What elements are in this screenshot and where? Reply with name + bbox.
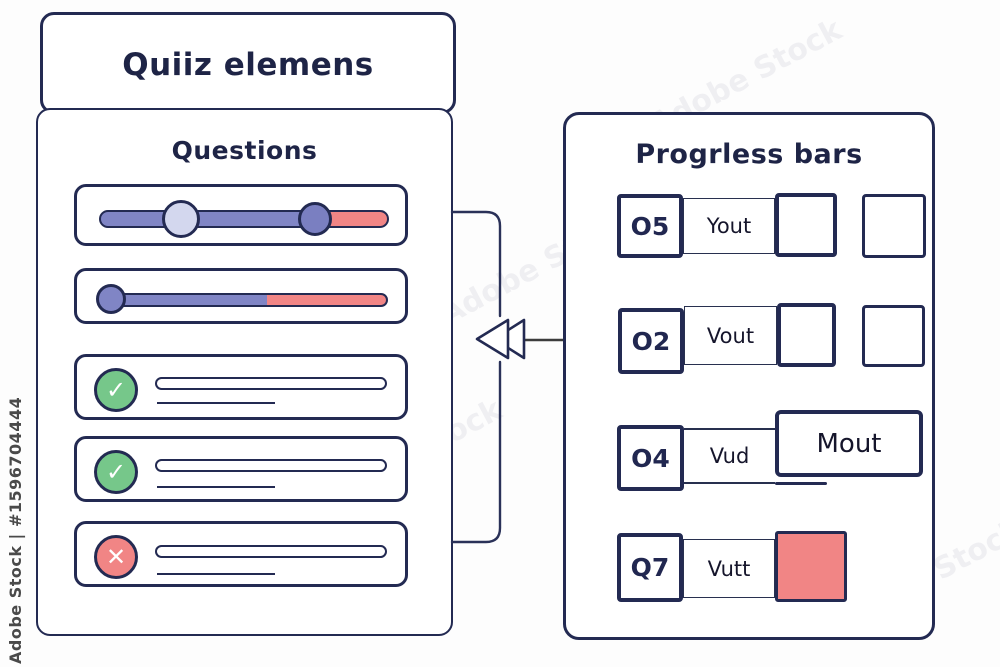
check-glyph: ✓ (105, 458, 127, 486)
quiz-elements-header: Quiiz elemens (40, 12, 456, 114)
answer-text-placeholder (155, 377, 387, 390)
empty-box[interactable] (777, 303, 836, 367)
check-glyph: ✓ (105, 376, 127, 404)
answer-row-correct-1[interactable]: ✓ (74, 354, 408, 420)
step-box-o2[interactable]: O2 (618, 308, 684, 374)
answer-text-placeholder (155, 459, 387, 472)
empty-box[interactable] (862, 305, 925, 367)
watermark-credit: Adobe Stock | #1596704444 (6, 396, 25, 664)
cross-icon: ✕ (94, 535, 138, 579)
mout-box[interactable]: Mout (775, 410, 923, 477)
progress-bar-card[interactable] (74, 268, 408, 324)
step-box-o5[interactable]: O5 (617, 194, 683, 258)
check-icon: ✓ (94, 450, 138, 494)
answer-subtext-line (157, 486, 275, 488)
progress-bars-title: Progrless bars (635, 139, 863, 170)
empty-box[interactable] (775, 193, 837, 257)
cross-glyph: ✕ (105, 543, 127, 571)
step-label-vutt: Vutt (683, 539, 775, 598)
answer-row-correct-2[interactable]: ✓ (74, 436, 408, 502)
step-label-vout: Vout (684, 306, 777, 365)
step-label-yout: Yout (683, 198, 775, 254)
answer-text-placeholder (155, 545, 387, 558)
slider-card[interactable] (74, 184, 408, 246)
slider-track[interactable] (99, 210, 389, 228)
connector-underline (775, 482, 827, 485)
questions-section-title: Questions (171, 136, 318, 165)
step-box-o4[interactable]: O4 (617, 425, 684, 491)
slider-handle-right[interactable] (298, 202, 332, 236)
answer-subtext-line (157, 573, 275, 575)
step-label-vud: Vud (684, 428, 775, 484)
filled-progress-box[interactable] (775, 531, 847, 602)
answer-subtext-line (157, 402, 275, 404)
step-box-q7[interactable]: Q7 (617, 533, 683, 602)
progress-knob[interactable] (96, 284, 126, 314)
empty-box[interactable] (862, 194, 926, 258)
check-icon: ✓ (94, 368, 138, 412)
progress-bar-track (107, 293, 388, 307)
slider-handle-left[interactable] (162, 200, 200, 238)
page-title: Quiiz elemens (122, 47, 374, 83)
double-chevron-left-icon (475, 318, 526, 360)
answer-row-incorrect[interactable]: ✕ (74, 521, 408, 587)
